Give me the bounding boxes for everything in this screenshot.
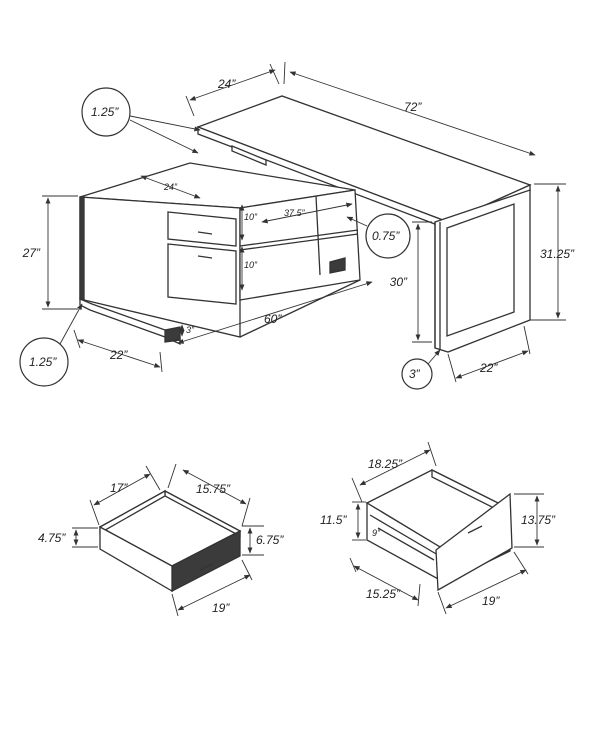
- top-drawer-front: [167, 211, 237, 247]
- base-foot: [164, 326, 181, 343]
- shelf-back-panel: [239, 189, 361, 301]
- cabinet-height-label: 27”: [22, 246, 41, 260]
- base-foot-right: [329, 257, 346, 274]
- top-depth-label: 24”: [217, 77, 236, 91]
- shelf-board-edge: [239, 233, 359, 251]
- top-thickness-bubble: [81, 87, 131, 137]
- large-drawer-front-panel: [435, 492, 513, 592]
- top-length-label: 72”: [404, 100, 422, 114]
- small-drawer-handle: [199, 563, 213, 571]
- small-drawer-height-front-label: 6.75”: [256, 533, 284, 547]
- small-drawer-front-width-label: 19”: [212, 601, 230, 615]
- base-thickness-bubble: [19, 337, 69, 387]
- small-drawer-drawing: [98, 489, 242, 593]
- large-drawer-drawing: [365, 468, 513, 592]
- large-drawer-depth-label: 15.25”: [366, 587, 401, 601]
- shelf-thickness-bubble: [365, 213, 411, 259]
- cabinet-end-panel: [79, 196, 85, 300]
- leg-thickness-bubble: [401, 358, 433, 390]
- top-drawer-handle: [197, 231, 213, 235]
- shelf-width-label: 37.5”: [284, 208, 306, 218]
- large-drawer-dimensions: 18.25” 11.5” 9” 13.75” 15.25” 19”: [320, 441, 556, 615]
- small-drawer-depth-label: 17”: [110, 481, 128, 495]
- large-drawer-inner-width-label: 18.25”: [368, 457, 403, 471]
- cabinet-base: [79, 298, 181, 346]
- leg-height-label: 30”: [390, 275, 408, 289]
- small-drawer-inner-width-label: 15.75”: [196, 482, 231, 496]
- base-thickness-label: 1.25”: [29, 355, 57, 369]
- small-drawer-height-inner-label: 4.75”: [38, 531, 66, 545]
- desk-dimensions: 24” 72” 1.25” 24” 27” 10” 10” 37.5” 0.75…: [19, 61, 575, 390]
- leg-depth-label: 22”: [479, 361, 498, 375]
- large-drawer-height-inner-label: 11.5”: [320, 513, 347, 527]
- file-drawer-front: [167, 243, 237, 305]
- small-drawer-dimensions: 17” 15.75” 4.75” 6.75” 19”: [38, 463, 284, 617]
- large-drawer-side-gap-label: 9”: [372, 528, 381, 538]
- shelf-thickness-label: 0.75”: [372, 229, 400, 243]
- large-drawer-rail-lower: [377, 527, 435, 561]
- shelf-upper-label: 10”: [244, 212, 258, 222]
- shelf-lower-label: 10”: [244, 260, 258, 270]
- top-bracket: [231, 145, 267, 166]
- desk-drawing: [79, 95, 532, 353]
- top-thickness-label: 1.25”: [91, 105, 119, 119]
- large-drawer-handle: [467, 525, 483, 534]
- shelf-board: [239, 229, 359, 247]
- large-drawer-front-width-label: 19”: [482, 594, 500, 608]
- cabinet-side-depth-label: 22”: [109, 348, 128, 362]
- cabinet-depth-label: 24”: [163, 182, 178, 192]
- base-gap-label: 3”: [186, 325, 195, 335]
- file-drawer-handle: [197, 255, 213, 259]
- leg-thickness-label: 3”: [409, 367, 421, 381]
- leg-frame-opening: [446, 203, 515, 337]
- total-height-label: 31.25”: [540, 247, 575, 261]
- large-drawer-rail: [369, 514, 439, 556]
- cabinet-length-label: 60”: [264, 312, 282, 326]
- large-drawer-front-height-label: 13.75”: [521, 513, 556, 527]
- small-drawer-left-panel: [99, 525, 173, 593]
